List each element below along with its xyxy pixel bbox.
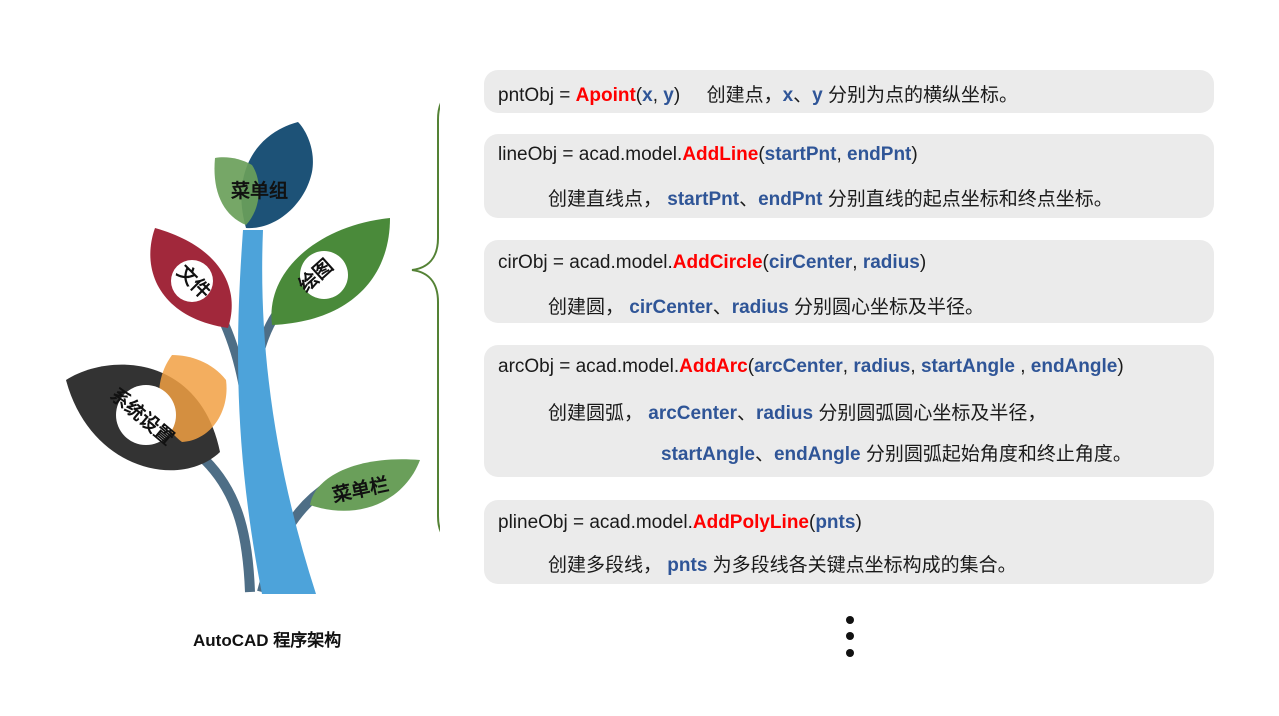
code-text: 分别直线的起点坐标和终点坐标。 <box>822 189 1113 210</box>
code-text: 、 <box>737 403 757 424</box>
code-text: cirObj = acad.model. <box>498 252 673 273</box>
code-text: ( <box>762 252 769 273</box>
card-line: 创建多段线， pnts 为多段线各关键点坐标构成的集合。 <box>548 550 1017 577</box>
ellipsis-dot-3 <box>846 649 854 657</box>
parameter-name: startPnt <box>667 189 740 210</box>
parameter-name: pnts <box>815 512 856 533</box>
leaf-menu-group-navy <box>241 122 313 229</box>
parameter-name: x <box>782 85 794 106</box>
method-name: AddLine <box>682 144 759 165</box>
parameter-name: endAngle <box>773 444 861 465</box>
card-addpolyline: plineObj = acad.model.AddPolyLine(pnts)创… <box>484 500 1214 584</box>
parameter-name: radius <box>862 252 920 273</box>
card-line: arcObj = acad.model.AddArc(arcCenter, ra… <box>498 356 1124 378</box>
code-text: 创建直线点， <box>548 189 668 210</box>
code-text: ) <box>919 252 927 273</box>
method-name: AddArc <box>679 356 748 377</box>
code-text: 为多段线各关键点坐标构成的集合。 <box>707 555 1017 576</box>
code-text: 创建多段线， <box>548 555 668 576</box>
parameter-name: endAngle <box>1030 356 1118 377</box>
code-text: , <box>1014 356 1031 377</box>
leaf-settings-orange <box>159 355 227 442</box>
code-text: plineObj = acad.model. <box>498 512 693 533</box>
parameter-name: arcCenter <box>754 356 843 377</box>
code-text: 创建圆， <box>548 297 630 318</box>
curly-brace <box>411 102 440 533</box>
leaf-menu-bar <box>310 459 420 511</box>
parameter-name: startAngle <box>661 444 755 465</box>
code-text: ) <box>855 512 862 533</box>
code-text: 分别为点的横纵坐标。 <box>822 85 1019 106</box>
parameter-name: radius <box>853 356 911 377</box>
card-line: 创建圆弧， arcCenter、radius 分别圆弧圆心坐标及半径， <box>548 398 1046 425</box>
card-addline: lineObj = acad.model.AddLine(startPnt, e… <box>484 134 1214 218</box>
ellipsis-dot-2 <box>846 632 854 640</box>
parameter-name: y <box>663 85 674 106</box>
code-text: pntObj = <box>498 85 576 106</box>
tree-caption: AutoCAD 程序架构 <box>193 631 342 650</box>
parameter-name: startAngle <box>920 356 1015 377</box>
code-text: 、 <box>754 444 774 465</box>
leaf-label-menu-group: 菜单组 <box>230 179 288 202</box>
code-text: ) <box>911 144 918 165</box>
parameter-name: pnts <box>667 555 708 576</box>
code-text: ( <box>635 85 643 106</box>
parameter-name: radius <box>756 403 814 424</box>
card-line: pntObj = Apoint(x, y) 创建点，x、y 分别为点的横纵坐标。 <box>498 80 1018 107</box>
code-text: ( <box>747 356 755 377</box>
code-text: 、 <box>793 85 813 106</box>
code-text: , <box>852 252 863 273</box>
ellipsis-dot-1 <box>846 616 854 624</box>
leaf-draw-hole <box>300 251 348 299</box>
card-addarc: arcObj = acad.model.AddArc(arcCenter, ra… <box>484 345 1214 477</box>
code-text: 分别圆心坐标及半径。 <box>788 297 985 318</box>
parameter-name: x <box>642 85 653 106</box>
code-text: lineObj = acad.model. <box>498 144 683 165</box>
parameter-name: radius <box>731 297 789 318</box>
card-apoint: pntObj = Apoint(x, y) 创建点，x、y 分别为点的横纵坐标。 <box>484 70 1214 113</box>
leaf-menu-group-green <box>214 157 259 225</box>
code-text: 分别圆弧起始角度和终止角度。 <box>860 444 1132 465</box>
code-text: ) <box>1117 356 1124 377</box>
card-line: 创建圆， cirCenter、radius 分别圆心坐标及半径。 <box>548 292 984 319</box>
code-text: 创建圆弧， <box>548 403 649 424</box>
method-name: Apoint <box>575 85 636 106</box>
parameter-name: cirCenter <box>629 297 713 318</box>
code-text: ( <box>809 512 816 533</box>
tree-diagram: 菜单组 文件 绘图 系统设置 菜单栏 <box>66 102 440 594</box>
parameter-name: startPnt <box>764 144 837 165</box>
card-line: startAngle、endAngle 分别圆弧起始角度和终止角度。 <box>661 439 1132 466</box>
parameter-name: arcCenter <box>648 403 737 424</box>
card-addcircle: cirObj = acad.model.AddCircle(cirCenter,… <box>484 240 1214 323</box>
code-text: , <box>842 356 854 377</box>
parameter-name: endPnt <box>847 144 912 165</box>
parameter-name: endPnt <box>758 189 823 210</box>
parameter-name: y <box>812 85 823 106</box>
leaf-settings-hole <box>116 385 176 445</box>
method-name: AddPolyLine <box>692 512 809 533</box>
method-name: AddCircle <box>672 252 763 273</box>
card-line: cirObj = acad.model.AddCircle(cirCenter,… <box>498 252 926 274</box>
code-text: , <box>836 144 847 165</box>
card-line: plineObj = acad.model.AddPolyLine(pnts) <box>498 512 862 534</box>
code-text: , <box>652 85 664 106</box>
leaf-file-hole <box>171 260 213 302</box>
code-text: ( <box>758 144 765 165</box>
card-line: lineObj = acad.model.AddLine(startPnt, e… <box>498 144 918 166</box>
parameter-name: cirCenter <box>768 252 853 273</box>
tree-stem <box>238 230 316 594</box>
code-text: 分别圆弧圆心坐标及半径， <box>813 403 1047 424</box>
code-text: , <box>910 356 921 377</box>
code-text: 、 <box>739 189 759 210</box>
card-line: 创建直线点， startPnt、endPnt 分别直线的起点坐标和终点坐标。 <box>548 184 1113 211</box>
code-text: 、 <box>712 297 732 318</box>
code-text: ) 创建点， <box>673 85 783 106</box>
code-text: arcObj = acad.model. <box>498 356 680 377</box>
branch-left-lower <box>201 456 255 593</box>
